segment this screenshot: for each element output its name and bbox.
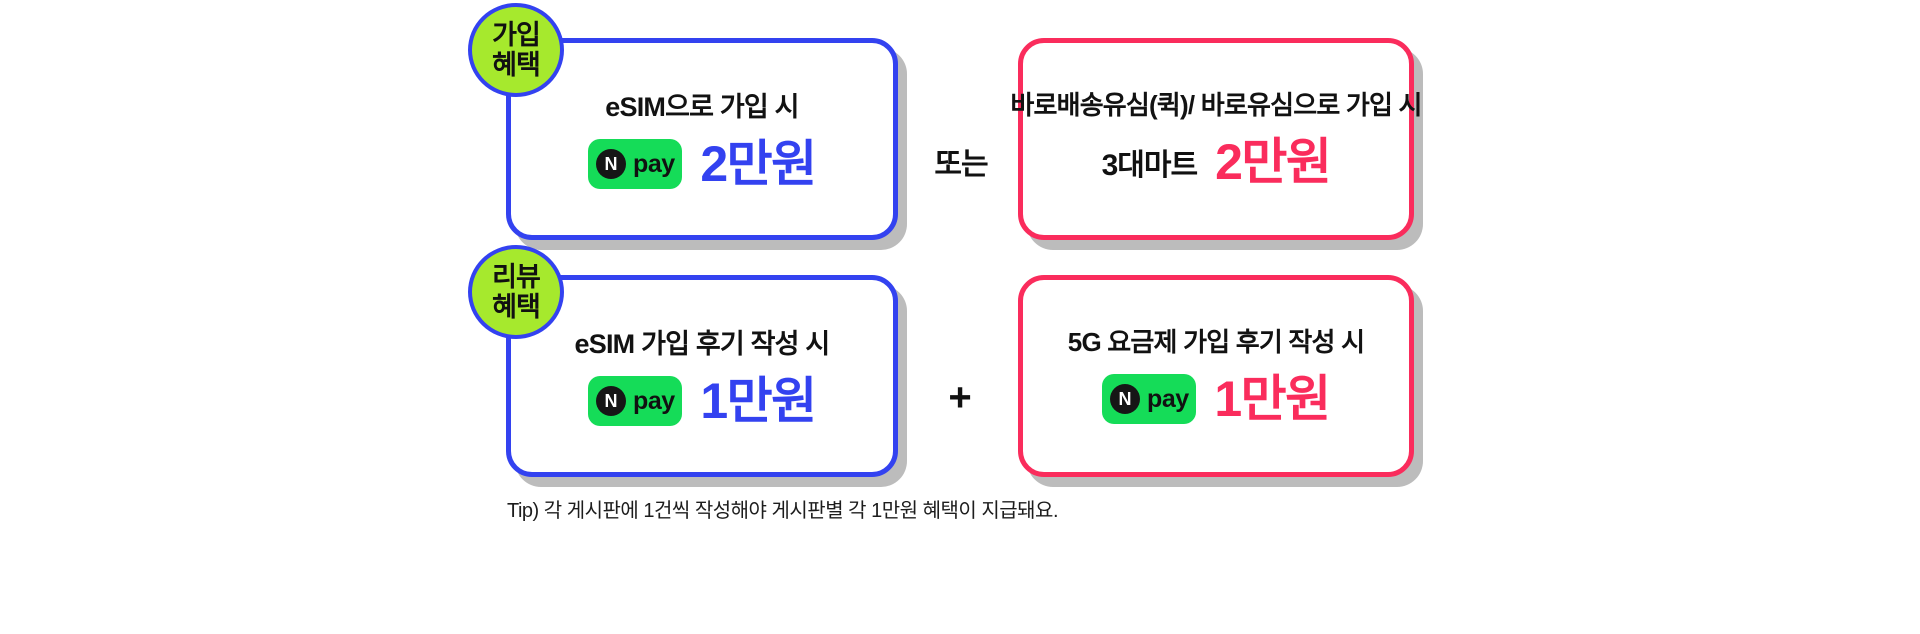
reward-amount: 2만원 xyxy=(700,136,817,192)
pay-label: pay xyxy=(633,149,675,178)
pay-label: pay xyxy=(1147,384,1189,413)
naver-pay-logo: N pay xyxy=(1102,374,1197,424)
value-row: N pay 1만원 xyxy=(1102,371,1331,427)
badge-line1: 리뷰 xyxy=(492,261,541,292)
signup-benefit-badge: 가입 혜택 xyxy=(468,3,564,97)
or-label: 또는 xyxy=(934,148,988,181)
reward-amount: 1만원 xyxy=(1214,371,1331,427)
value-row: 3대마트 2만원 xyxy=(1101,134,1332,190)
reward-amount: 2만원 xyxy=(1215,134,1332,190)
reward-prefix: 3대마트 xyxy=(1101,149,1198,182)
card-title: 바로배송유심(퀵)/ 바로유심으로 가입 시 xyxy=(1010,90,1422,120)
card-title: eSIM 가입 후기 작성 시 xyxy=(574,329,831,359)
badge-line2: 혜택 xyxy=(492,50,541,80)
pay-label: pay xyxy=(633,386,675,415)
card-5g-review: 5G 요금제 가입 후기 작성 시 N pay 1만원 xyxy=(1018,275,1414,477)
card-title: 5G 요금제 가입 후기 작성 시 xyxy=(1067,327,1365,357)
naver-pay-logo: N pay xyxy=(588,376,683,426)
review-benefit-badge: 리뷰 혜택 xyxy=(468,245,564,339)
card-usim-signup: 바로배송유심(퀵)/ 바로유심으로 가입 시 3대마트 2만원 xyxy=(1010,38,1422,240)
naver-pay-logo: N pay xyxy=(588,139,683,189)
value-row: N pay 2만원 xyxy=(588,136,817,192)
reward-amount: 1만원 xyxy=(700,373,817,429)
naver-n-icon: N xyxy=(596,149,627,179)
plus-label: + xyxy=(948,375,972,420)
naver-n-icon: N xyxy=(1110,384,1141,414)
tip-text: Tip) 각 게시판에 1건씩 작성해야 게시판별 각 1만원 혜택이 지급돼요… xyxy=(507,500,1059,522)
card-title: eSIM으로 가입 시 xyxy=(605,92,799,122)
card-esim-review: eSIM 가입 후기 작성 시 N pay 1만원 xyxy=(506,275,898,477)
card-esim-signup: eSIM으로 가입 시 N pay 2만원 xyxy=(506,38,898,240)
naver-n-icon: N xyxy=(596,386,627,416)
value-row: N pay 1만원 xyxy=(588,373,817,429)
badge-line2: 혜택 xyxy=(492,292,541,322)
badge-line1: 가입 xyxy=(492,19,541,50)
